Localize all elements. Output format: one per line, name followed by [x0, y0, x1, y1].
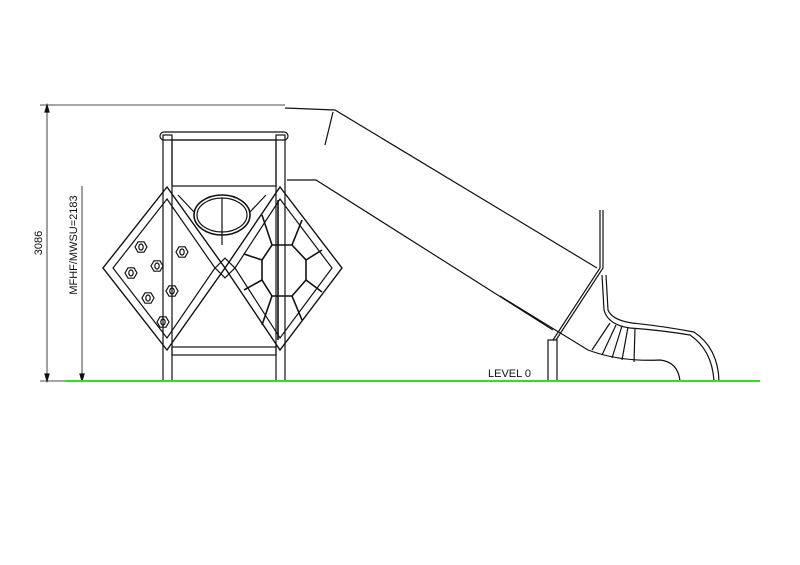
climbing-hold — [156, 316, 170, 328]
climbing-hold-bolt — [128, 269, 134, 277]
climbing-hold — [150, 260, 164, 272]
climbing-hold — [165, 285, 179, 297]
climbing-hold-bolt — [160, 318, 166, 326]
climbing-hold-bolt — [154, 262, 160, 270]
climbing-holds — [124, 241, 189, 328]
climbing-hold — [134, 241, 148, 253]
climbing-hold — [175, 246, 189, 258]
total-height-label: 3086 — [33, 231, 45, 255]
climbing-hold — [124, 267, 138, 279]
climbing-hold-bolt — [169, 287, 175, 295]
climbing-hold — [141, 292, 155, 304]
tower-frame — [102, 131, 343, 382]
crawl-hole — [177, 194, 267, 245]
climbing-hold-bolt — [145, 294, 151, 302]
fall-height-dimension — [79, 186, 85, 384]
fall-height-label: MFHF/MWSU=2183 — [68, 195, 80, 294]
rope-net — [243, 200, 323, 340]
total-height-dimension — [40, 102, 285, 384]
level-label: LEVEL 0 — [488, 368, 531, 380]
slide — [284, 107, 720, 382]
climbing-hold-bolt — [138, 243, 144, 251]
climbing-hold-bolt — [179, 248, 185, 256]
